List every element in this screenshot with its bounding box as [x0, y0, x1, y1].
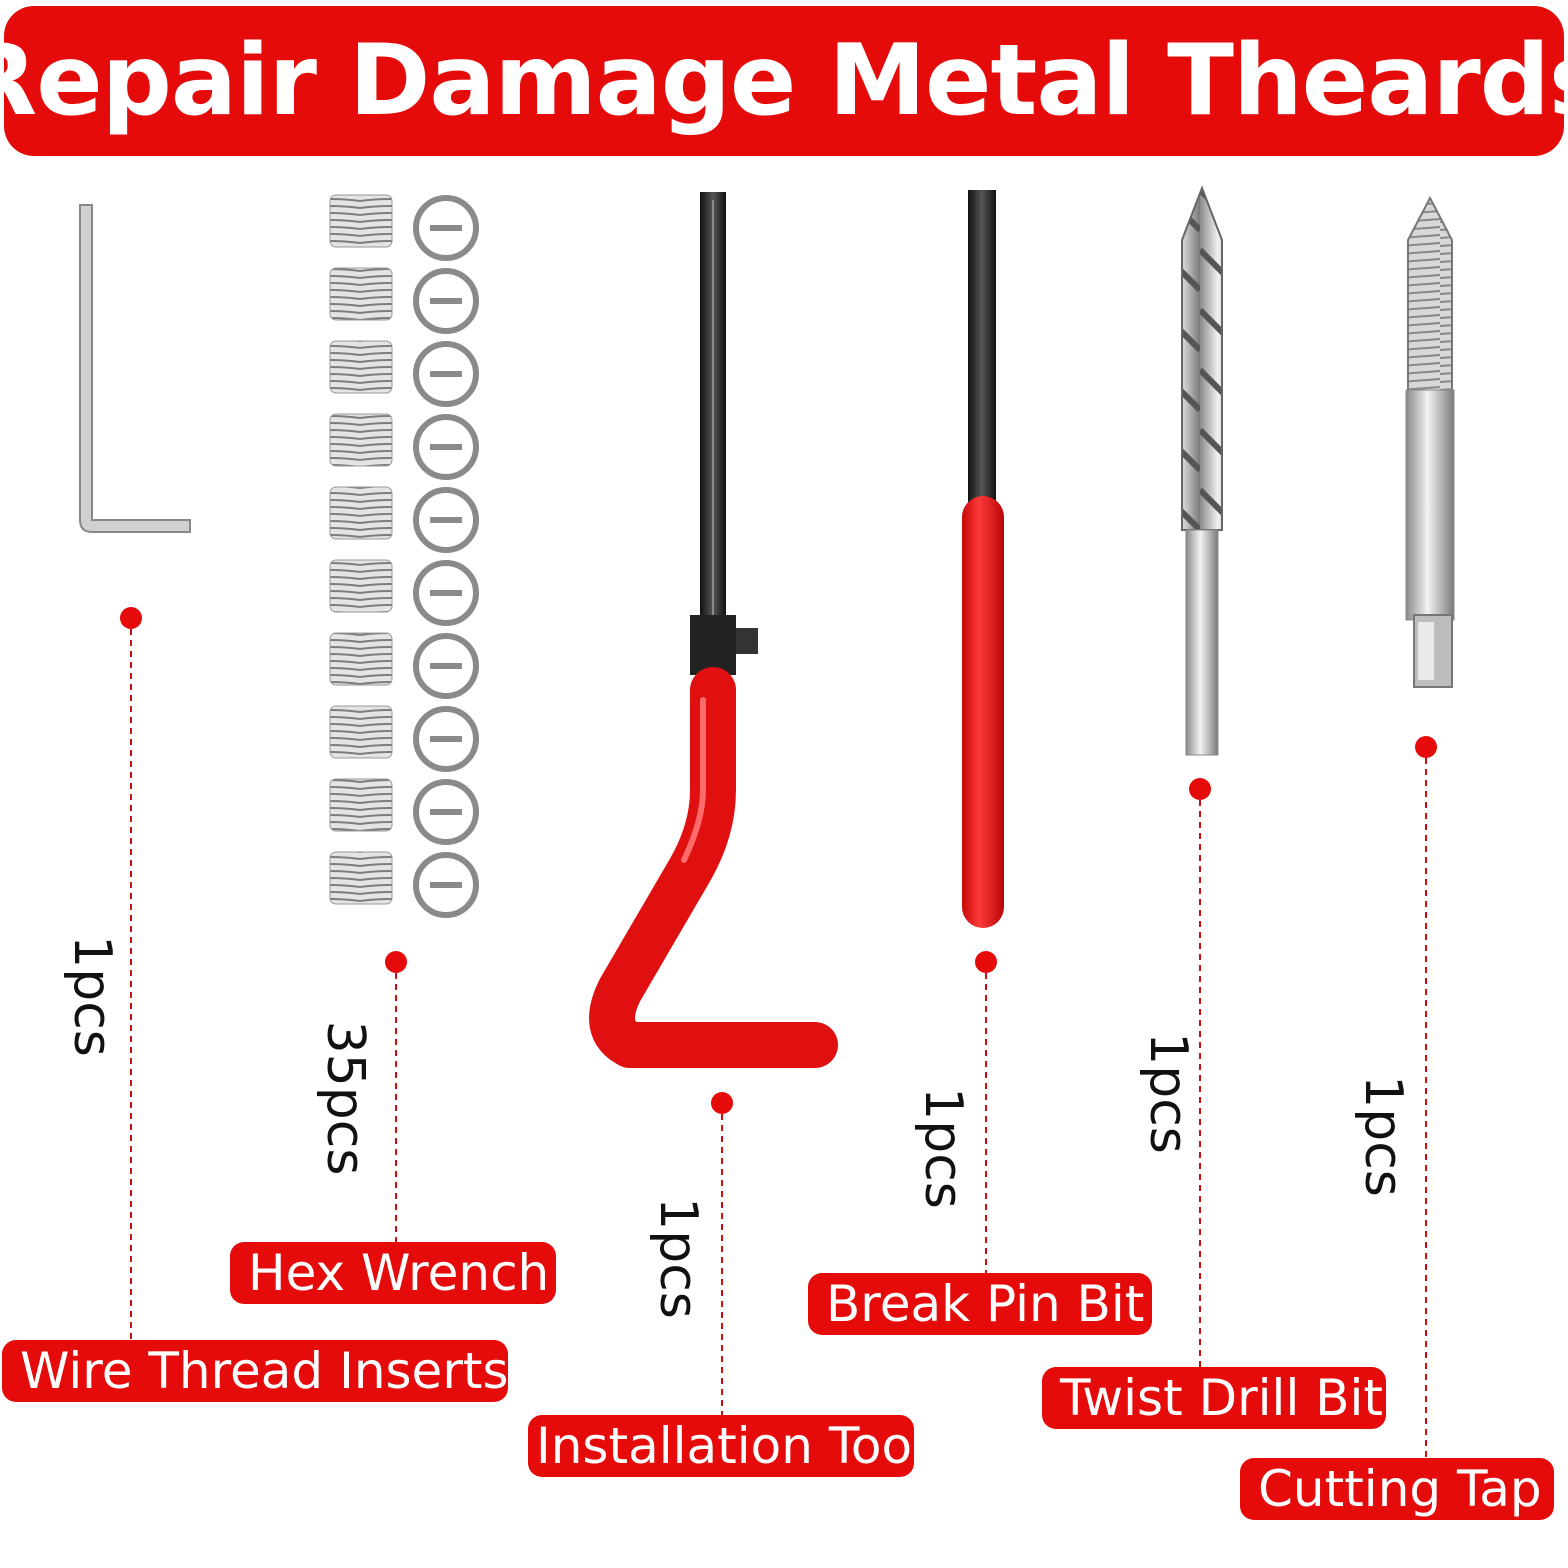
quantity-label: 1pcs	[1138, 1032, 1198, 1154]
quantity-label: 1pcs	[648, 1197, 708, 1319]
installation-tool-illustration	[589, 192, 838, 1068]
item-label-wire-thread-inserts: Wire Thread Inserts	[2, 1340, 508, 1402]
quantity-label: 35pcs	[315, 1020, 375, 1176]
twist-drill-bit-illustration	[1181, 185, 1223, 756]
item-label-twist-drill-bit: Twist Drill Bit	[1042, 1367, 1386, 1429]
callout-dot	[711, 1092, 733, 1114]
item-label-break-pin-bit: Break Pin Bit	[808, 1273, 1152, 1335]
page-title: Repair Damage Metal Theards	[0, 24, 1568, 138]
item-label-cutting-tap: Cutting Tap	[1240, 1458, 1554, 1520]
quantity-label: 1pcs	[1353, 1075, 1413, 1197]
title-banner: Repair Damage Metal Theards	[0, 6, 1568, 156]
quantity-label: 1pcs	[62, 935, 122, 1057]
callout-dot	[120, 607, 142, 629]
quantity-label: 1pcs	[913, 1087, 973, 1209]
thread-inserts-illustration	[329, 194, 479, 918]
callout-dot	[1415, 736, 1437, 758]
item-label-installation-tool: Installation Too	[528, 1415, 914, 1477]
item-label-hex-wrench: Hex Wrench	[230, 1242, 556, 1304]
callout-dot	[975, 951, 997, 973]
hex-wrench-illustration	[79, 204, 191, 533]
break-pin-bit-illustration	[962, 190, 1004, 928]
cutting-tap-illustration	[1405, 195, 1455, 688]
callout-dot	[1189, 778, 1211, 800]
callout-leaders	[130, 618, 1427, 1458]
callout-dot	[385, 951, 407, 973]
